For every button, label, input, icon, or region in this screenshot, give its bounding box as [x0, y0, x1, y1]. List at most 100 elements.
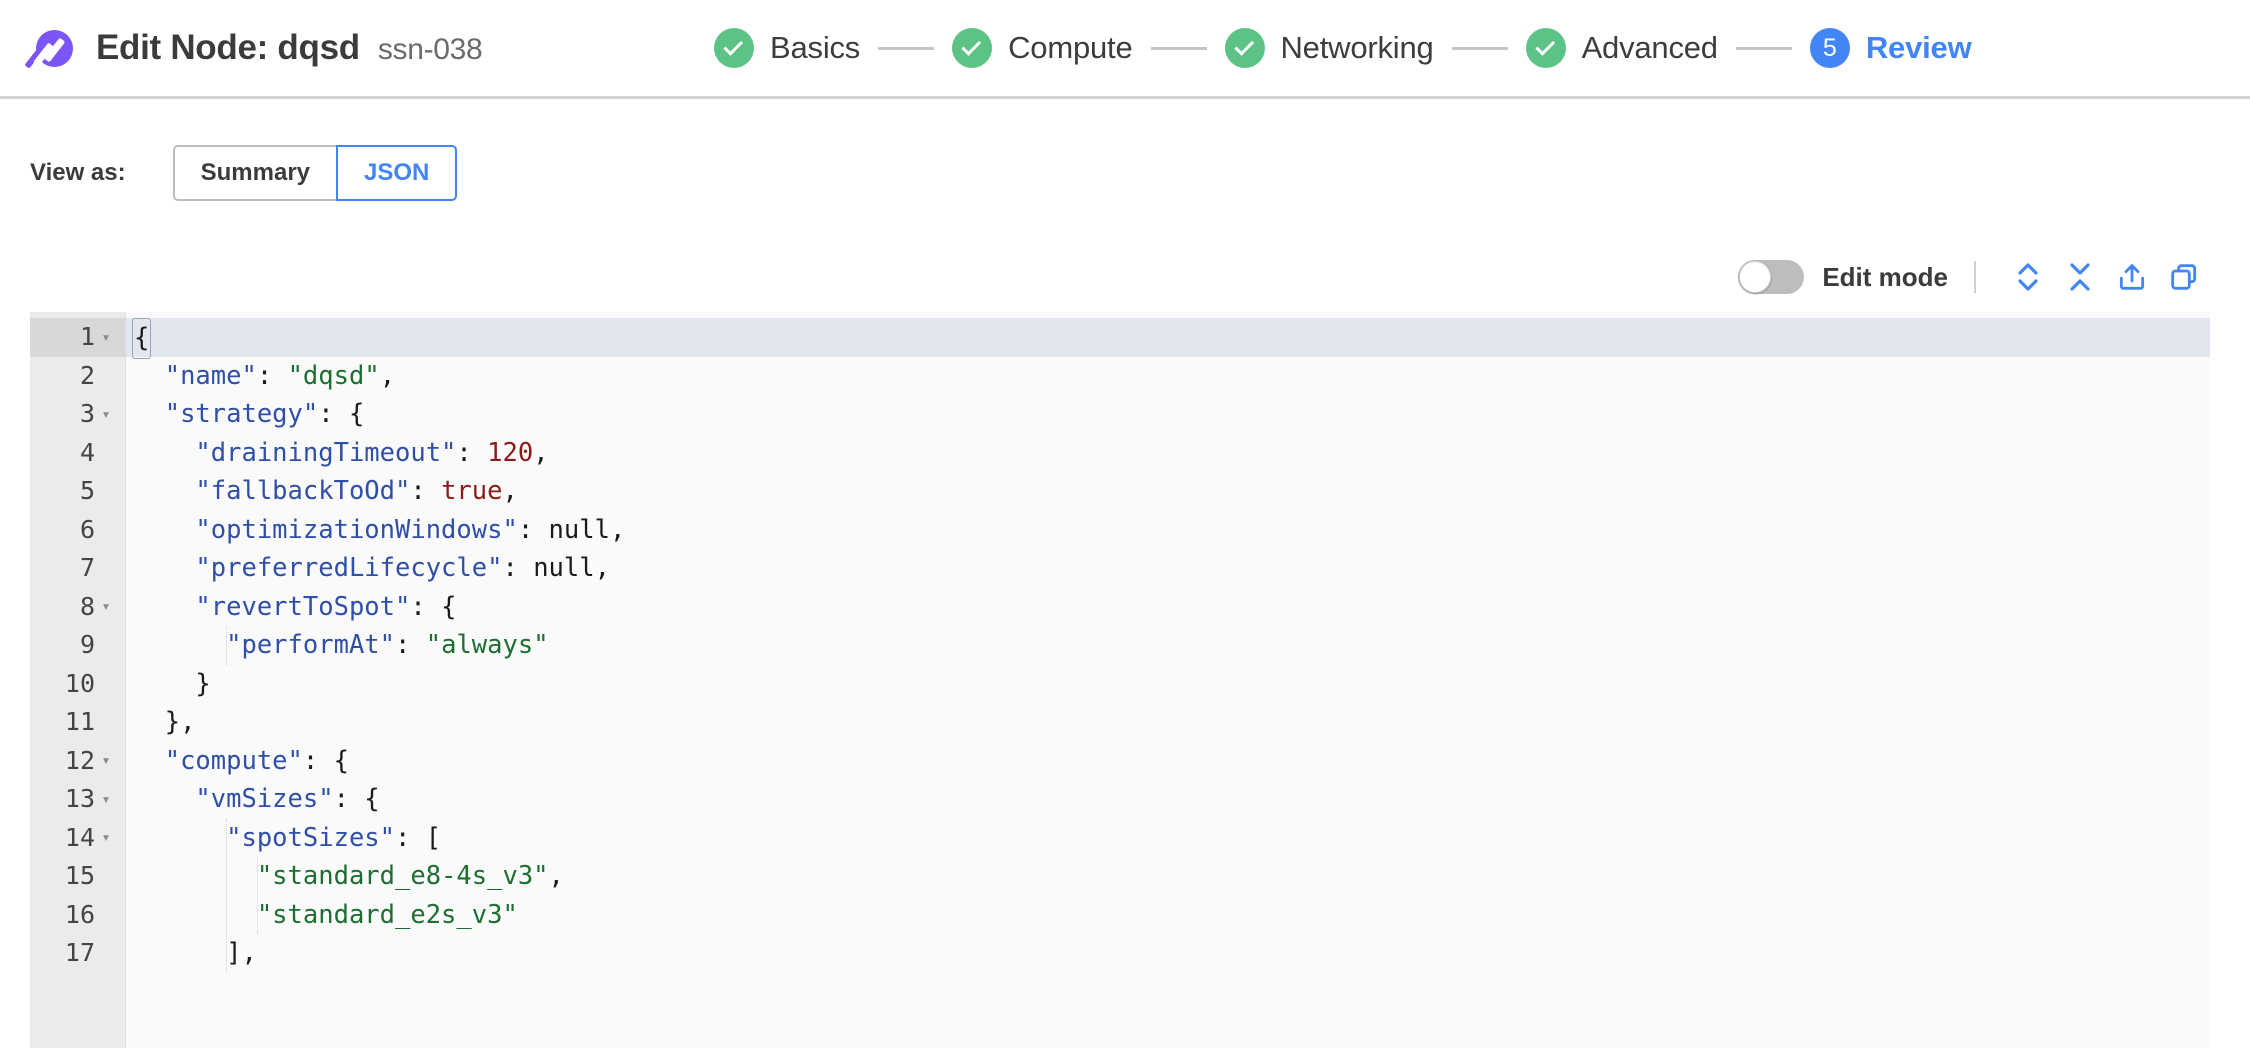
code-token: "standard_e8-4s_v3" — [256, 861, 549, 891]
code-line[interactable]: "performAt": "always" — [126, 626, 2210, 665]
fold-toggle-icon[interactable]: ▾ — [101, 751, 111, 770]
code-line[interactable]: "revertToSpot": { — [126, 588, 2210, 627]
gutter-line-number: 3▾ — [30, 395, 125, 434]
code-token: : { — [318, 399, 365, 429]
code-token: : { — [302, 745, 349, 776]
fold-spacer: ▾ — [95, 946, 117, 961]
stepper-step-compute[interactable]: Compute — [952, 28, 1133, 68]
stepper-step-label: Advanced — [1581, 30, 1718, 65]
code-token: , — [594, 553, 610, 583]
code-token: "standard_e2s_v3" — [256, 899, 518, 930]
code-token: , — [533, 437, 549, 468]
page-title: Edit Node: dqsd — [96, 28, 360, 67]
view-as-summary-button[interactable]: Summary — [172, 145, 339, 201]
edit-mode-label: Edit mode — [1822, 261, 1948, 292]
gutter-line-number: 13▾ — [30, 780, 125, 819]
copy-icon[interactable] — [2158, 257, 2210, 297]
gutter-line-number: 7▾ — [30, 549, 125, 588]
code-token: "optimizationWindows" — [195, 514, 518, 545]
fold-spacer: ▾ — [95, 368, 117, 383]
code-token: : — [517, 514, 549, 545]
stepper-step-advanced[interactable]: Advanced — [1525, 28, 1718, 68]
stepper-connector — [1451, 46, 1508, 50]
view-as-segmented-control[interactable]: Summary JSON — [172, 145, 458, 201]
code-line[interactable]: "compute": { — [126, 742, 2210, 781]
editor-gutter[interactable]: 1▾2▾3▾4▾5▾6▾7▾8▾9▾10▾11▾12▾13▾14▾15▾16▾1… — [30, 312, 126, 1048]
code-token: : — [410, 476, 442, 506]
step-check-icon — [1224, 28, 1265, 68]
code-token: "drainingTimeout" — [195, 437, 457, 468]
fold-spacer: ▾ — [95, 484, 117, 499]
title-block: Edit Node: dqsd ssn-038 — [96, 28, 483, 68]
fold-toggle-icon[interactable]: ▾ — [101, 404, 111, 423]
fold-toggle-icon[interactable]: ▾ — [101, 828, 111, 847]
fold-spacer: ▾ — [95, 522, 117, 537]
code-token: null — [533, 553, 595, 583]
code-line[interactable]: "standard_e2s_v3" — [126, 896, 2210, 935]
code-token: , — [379, 360, 396, 391]
step-number-badge: 5 — [1809, 28, 1850, 68]
stepper-step-review[interactable]: 5 Review — [1809, 28, 1972, 68]
fold-toggle-icon[interactable]: ▾ — [101, 597, 111, 616]
code-line[interactable]: ], — [126, 934, 2210, 973]
stepper-step-label: Networking — [1280, 30, 1434, 65]
code-line[interactable]: "vmSizes": { — [126, 780, 2210, 819]
gutter-line-number: 16▾ — [30, 896, 125, 935]
code-token: : [ — [395, 822, 442, 853]
code-token: "always" — [425, 630, 549, 660]
code-token: "compute" — [164, 745, 303, 776]
code-line[interactable]: "name": "dqsd", — [126, 357, 2210, 396]
gutter-line-number: 14▾ — [30, 819, 125, 858]
code-token: ], — [226, 938, 257, 968]
code-token: "spotSizes" — [226, 822, 396, 853]
stepper-connector — [1150, 46, 1207, 50]
code-token: "vmSizes" — [195, 784, 334, 814]
collapse-all-icon[interactable] — [2054, 257, 2106, 297]
code-line[interactable]: } — [126, 665, 2210, 704]
expand-all-icon[interactable] — [2002, 257, 2054, 297]
code-line[interactable]: "fallbackToOd": true, — [126, 472, 2210, 511]
view-as-label: View as: — [30, 159, 126, 186]
fold-toggle-icon[interactable]: ▾ — [101, 789, 111, 808]
code-line[interactable]: }, — [126, 703, 2210, 742]
gutter-line-number: 6▾ — [30, 511, 125, 550]
code-line[interactable]: "preferredLifecycle": null, — [126, 549, 2210, 588]
code-line[interactable]: "optimizationWindows": null, — [126, 511, 2210, 550]
stepper-step-label: Review — [1865, 30, 1972, 65]
edit-mode-toggle[interactable] — [1738, 260, 1805, 294]
stepper-connector — [1735, 46, 1792, 50]
code-line[interactable]: "strategy": { — [126, 395, 2210, 434]
stepper-step-networking[interactable]: Networking — [1224, 28, 1434, 68]
gutter-line-number: 2▾ — [30, 357, 125, 396]
code-line[interactable]: { — [126, 318, 2210, 359]
step-check-icon — [714, 28, 754, 68]
code-token: "preferredLifecycle" — [195, 553, 503, 583]
editor-toolbar: Edit mode — [0, 253, 2250, 301]
code-token: { — [132, 318, 152, 359]
wizard-stepper: Basics Compute Networking Advanced 5 Rev… — [700, 0, 1972, 96]
indent-guide — [226, 626, 228, 665]
code-line[interactable]: "spotSizes": [ — [126, 819, 2210, 858]
code-line[interactable]: "standard_e8-4s_v3", — [126, 857, 2210, 896]
code-token: null — [548, 514, 610, 545]
view-as-json-button[interactable]: JSON — [336, 145, 458, 201]
code-line[interactable]: "drainingTimeout": 120, — [126, 434, 2210, 473]
code-token: "strategy" — [164, 399, 319, 429]
gutter-line-number: 17▾ — [30, 934, 125, 973]
gutter-line-number: 5▾ — [30, 472, 125, 511]
editor-code-area[interactable]: { "name": "dqsd", "strategy": { "drainin… — [126, 312, 2210, 1048]
code-token: , — [502, 476, 518, 506]
code-token: : { — [410, 591, 457, 622]
code-token: , — [609, 514, 626, 545]
stepper-step-basics[interactable]: Basics — [714, 28, 860, 68]
fold-toggle-icon[interactable]: ▾ — [101, 327, 111, 346]
gutter-line-number: 12▾ — [30, 742, 125, 781]
fold-spacer: ▾ — [95, 907, 117, 922]
gutter-line-number: 1▾ — [30, 318, 125, 357]
export-icon[interactable] — [2106, 257, 2158, 297]
gutter-line-number: 4▾ — [30, 434, 125, 473]
code-token: , — [548, 861, 564, 891]
code-token: } — [195, 668, 211, 699]
page-subtitle: ssn-038 — [377, 33, 483, 66]
json-code-editor[interactable]: 1▾2▾3▾4▾5▾6▾7▾8▾9▾10▾11▾12▾13▾14▾15▾16▾1… — [30, 312, 2210, 1048]
